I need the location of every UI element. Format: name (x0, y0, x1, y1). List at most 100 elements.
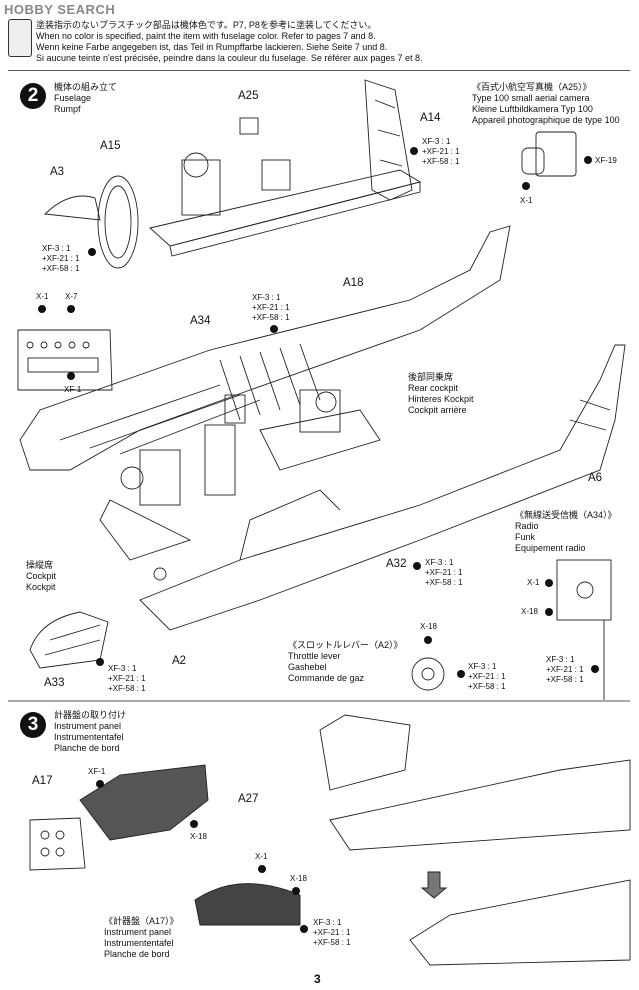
paint-mix-panel-l3: +XF-58 : 1 (313, 938, 351, 947)
paint-mix-a32-l3: +XF-58 : 1 (425, 578, 463, 587)
a17-panel-drawing (29, 817, 86, 871)
rear-cockpit-jp: 後部同乗席 (408, 372, 454, 382)
a27-cover-drawing (79, 764, 209, 841)
fuselage-a18-drawing (19, 225, 511, 471)
paint-mix-a33-l2: +XF-21 : 1 (108, 674, 146, 683)
paint-dot-a3 (88, 248, 96, 256)
step-2-badge: 2 (20, 83, 46, 109)
notice-line-de: Wenn keine Farbe angegeben ist, das Teil… (36, 42, 388, 52)
installed-canopy-drawing (319, 714, 631, 966)
panel-title-jp: 《計器盤（A17）》 (104, 916, 179, 926)
step-2-title-jp: 機体の組み立て (54, 82, 118, 92)
paint-dot-panel-x1 (38, 305, 46, 313)
step-3-title-fr: Planche de bord (54, 743, 120, 753)
radio-title-en: Radio (515, 521, 539, 531)
step-2-number: 2 (27, 85, 39, 106)
instrument-panel-inset-drawing (17, 329, 113, 391)
watermark: HOBBY SEARCH (4, 2, 115, 17)
paint-mix-radio: XF-3 : 1 +XF-21 : 1 +XF-58 : 1 (546, 655, 584, 685)
throttle-inset-text: 《スロットルレバー（A2）》 Throttle lever Gashebel C… (288, 640, 403, 684)
paint-mix-throttle: XF-3 : 1 +XF-21 : 1 +XF-58 : 1 (468, 662, 506, 692)
paint-mix-throttle-l2: +XF-21 : 1 (468, 672, 506, 681)
step-2-title-de: Rumpf (54, 104, 81, 114)
paint-mix-panel-l2: +XF-21 : 1 (313, 928, 351, 937)
notice-block: 塗装指示のないプラスチック部品は機体色です。P7, P8を参考に塗装してください… (36, 20, 596, 64)
paint-mix-radio-l3: +XF-58 : 1 (546, 675, 584, 684)
rear-cockpit-fr: Cockpit arrière (408, 405, 467, 415)
paint-dot-radio-x1 (545, 579, 553, 587)
step-3-title-jp: 計器盤の取り付け (54, 710, 127, 720)
paint-mix-a18-l2: +XF-21 : 1 (252, 303, 290, 312)
code-panel-x7: X-7 (65, 292, 78, 301)
notice-line-en: When no color is specified, paint the it… (36, 31, 376, 41)
rear-cockpit-label: 後部同乗席 Rear cockpit Hinteres Kockpit Cock… (408, 372, 474, 416)
cockpit-de: Kockpit (26, 582, 56, 592)
paint-mix-a33-l3: +XF-58 : 1 (108, 684, 146, 693)
code-xf19: XF-19 (595, 156, 617, 165)
code-step3-xf1: XF-1 (88, 767, 106, 776)
throttle-inset-drawing (411, 657, 445, 691)
paint-dot-a32 (413, 562, 421, 570)
a3-nose-drawing (43, 195, 101, 221)
paint-mix-a3: XF-3 : 1 +XF-21 : 1 +XF-58 : 1 (42, 244, 80, 274)
code-panel-large-x18: X-18 (290, 874, 307, 883)
rear-cockpit-de: Hinteres Kockpit (408, 394, 474, 404)
down-arrow-icon (420, 871, 448, 899)
paint-mix-panel: XF-3 : 1 +XF-21 : 1 +XF-58 : 1 (313, 918, 351, 948)
a15-ring-drawing (97, 175, 139, 269)
camera-title-en: Type 100 small aerial camera (472, 93, 590, 103)
paint-mix-a14-l2: +XF-21 : 1 (422, 147, 460, 156)
part-label-a33: A33 (44, 677, 65, 689)
rear-cockpit-floor-drawing (149, 152, 422, 257)
paint-dot-xf19 (584, 156, 592, 164)
part-label-a3: A3 (50, 166, 65, 178)
paint-mix-a14-l1: XF-3 : 1 (422, 137, 451, 146)
camera-title-de: Kleine Luftbildkamera Typ 100 (472, 104, 593, 114)
cockpit-en: Cockpit (26, 571, 57, 581)
camera-inset-drawing (521, 131, 577, 177)
a14-bulkhead-drawing (364, 79, 413, 201)
part-label-a25: A25 (238, 90, 259, 102)
code-radio-x18: X-18 (521, 607, 538, 616)
step-3-badge: 3 (20, 712, 46, 738)
paint-dot-throttle-mix (457, 670, 465, 678)
panel-inset-text: 《計器盤（A17）》 Instrument panel Instrumenten… (104, 916, 179, 960)
paint-mix-throttle-l3: +XF-58 : 1 (468, 682, 506, 691)
radio-title-jp: 《無線送受信機（A34）》 (515, 510, 617, 520)
panel-title-de: Instrumententafel (104, 938, 174, 948)
paint-mix-radio-l2: +XF-21 : 1 (546, 665, 584, 674)
throttle-title-fr: Commande de gaz (288, 673, 365, 683)
paint-mix-a3-l2: +XF-21 : 1 (42, 254, 80, 263)
panel-title-fr: Planche de bord (104, 949, 170, 959)
part-label-a15: A15 (100, 140, 121, 152)
paint-dot-step3-x18 (190, 820, 198, 828)
code-panel-large-x1: X-1 (255, 852, 268, 861)
paint-dot-panel-xf1 (67, 372, 75, 380)
paint-dot-radio-mix (591, 665, 599, 673)
step-3-title-de: Instrumententafel (54, 732, 124, 742)
a33-canopy-drawing (29, 611, 109, 669)
paint-mix-a32-l2: +XF-21 : 1 (425, 568, 463, 577)
paint-dot-a14 (410, 147, 418, 155)
cockpit-label: 操縦席 Cockpit Kockpit (26, 560, 56, 593)
code-panel-xf1: XF-1 (64, 385, 82, 394)
a25-camera-part-drawing (239, 117, 259, 135)
paint-mix-a33: XF-3 : 1 +XF-21 : 1 +XF-58 : 1 (108, 664, 146, 694)
code-throttle-x18: X-18 (420, 622, 437, 631)
paint-dot-panel-large-x18 (292, 887, 300, 895)
paint-mix-throttle-l1: XF-3 : 1 (468, 662, 497, 671)
notice-line-jp: 塗装指示のないプラスチック部品は機体色です。P7, P8を参考に塗装してください… (36, 20, 377, 30)
step-3-number: 3 (27, 714, 39, 735)
paint-dot-step3-xf1 (96, 780, 104, 788)
step-2-title: 機体の組み立て Fuselage Rumpf (54, 82, 117, 115)
part-label-a34: A34 (190, 315, 211, 327)
paint-mix-a32-l1: XF-3 : 1 (425, 558, 454, 567)
paint-dot-a33 (96, 658, 104, 666)
radio-inset-text: 《無線送受信機（A34）》 Radio Funk Equipement radi… (515, 510, 617, 554)
paint-mix-a18-l1: XF-3 : 1 (252, 293, 281, 302)
part-label-a17: A17 (32, 775, 53, 787)
paint-mix-a3-l3: +XF-58 : 1 (42, 264, 80, 273)
paint-mix-a14: XF-3 : 1 +XF-21 : 1 +XF-58 : 1 (422, 137, 460, 167)
step-3-title: 計器盤の取り付け Instrument panel Instrumententa… (54, 710, 126, 754)
